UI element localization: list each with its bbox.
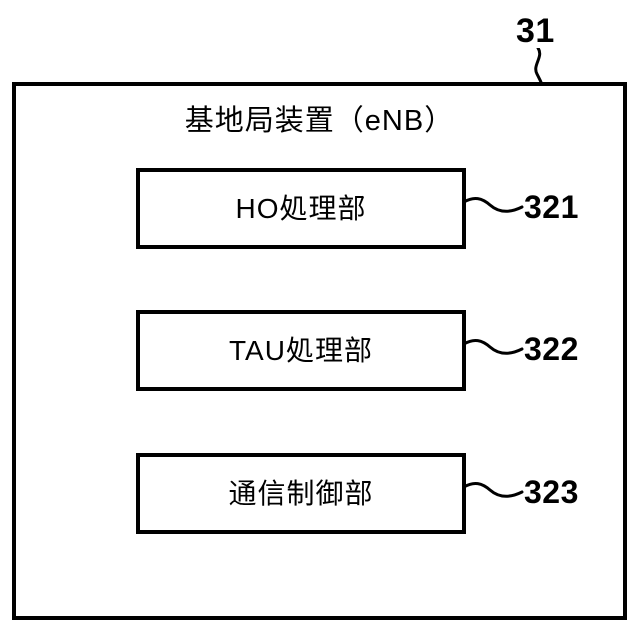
- device-title: 基地局装置（eNB）: [184, 105, 455, 137]
- unit-reference-number-ho-processing: 321: [524, 189, 579, 225]
- unit-label-communication-control: 通信制御部: [228, 477, 374, 509]
- unit-reference-number-communication-control: 323: [524, 474, 579, 510]
- unit-label-ho-processing: HO処理部: [235, 192, 367, 224]
- unit-box-ho-processing: HO処理部: [136, 168, 466, 249]
- unit-box-tau-processing: TAU処理部: [136, 310, 466, 391]
- unit-label-tau-processing: TAU処理部: [229, 334, 373, 366]
- unit-box-communication-control: 通信制御部: [136, 453, 466, 534]
- unit-leader-line-communication-control: [462, 481, 526, 507]
- unit-leader-line-ho-processing: [462, 196, 526, 222]
- unit-reference-number-tau-processing: 322: [524, 331, 579, 367]
- outer-box-reference-number: 31: [516, 12, 555, 50]
- unit-leader-line-tau-processing: [462, 338, 526, 364]
